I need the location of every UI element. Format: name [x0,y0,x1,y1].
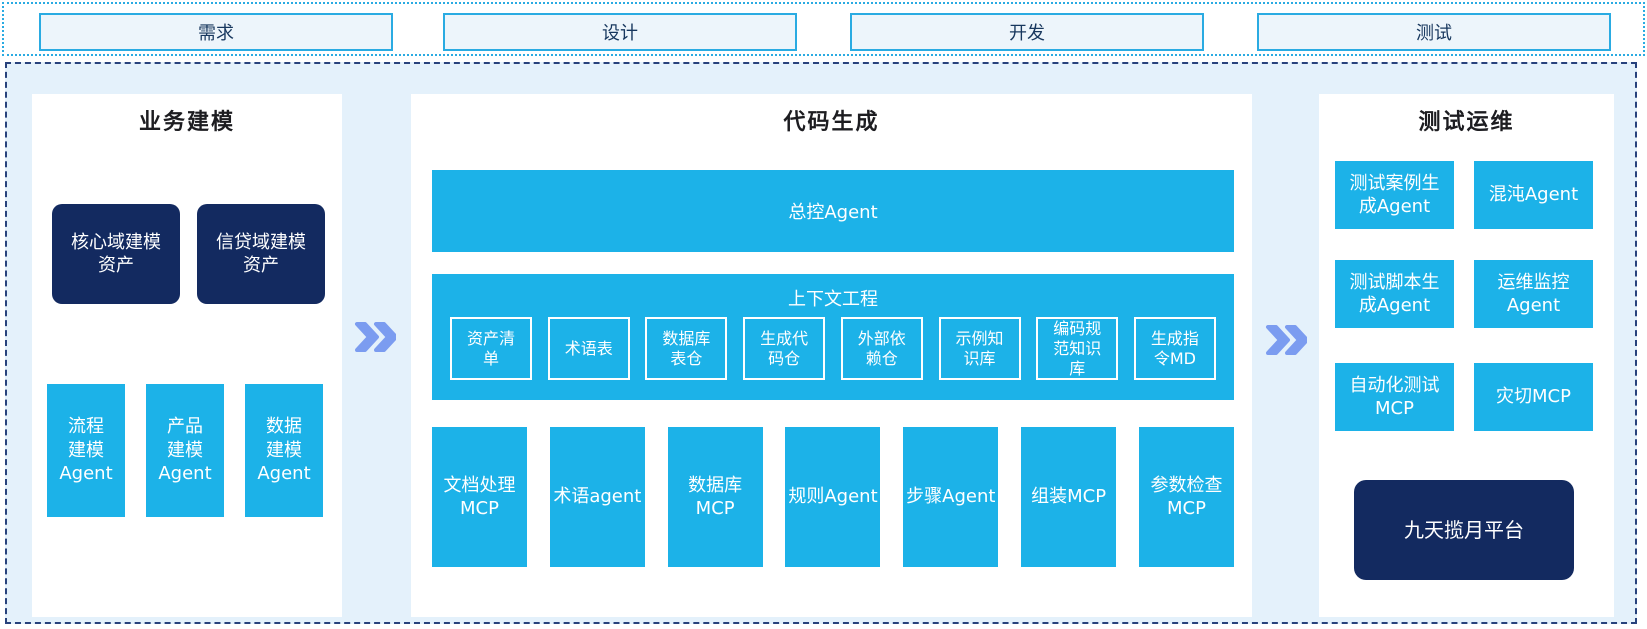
flow-arrow-icon [355,322,396,352]
database-mcp-box: 数据库 MCP [667,427,763,567]
coding-standard-knowledge-base-box: 编码规 范知识 库 [1036,317,1119,380]
context-engineering-title: 上下文工程 [788,289,878,310]
ops-monitor-agent-box: 运维监控 Agent [1474,260,1593,328]
doc-processing-mcp-box: 文档处理 MCP [432,427,527,567]
phase-box-design: 设计 [443,13,797,51]
code-generation-title: 代码生成 [783,110,880,135]
disaster-switch-mcp-box: 灾切MCP [1474,363,1593,431]
generation-instruction-md-box: 生成指 令MD [1133,317,1216,380]
process-modeling-agent-box: 流程 建模 Agent [47,384,125,517]
glossary-agent-box: 术语agent [549,427,645,567]
context-engineering-section: 上下文工程 资产清 单 术语表 数据库 表仓 生成代 码仓 外部依 赖仓 示例知… [432,274,1234,400]
phase-box-testing: 测试 [1257,13,1611,51]
flow-arrow-icon [1266,325,1307,355]
test-script-gen-agent-box: 测试脚本生 成Agent [1335,260,1454,328]
param-check-mcp-box: 参数检查 MCP [1138,427,1234,567]
external-dependency-repo-box: 外部依 赖仓 [840,317,923,380]
step-agent-box: 步骤Agent [903,427,999,567]
context-items-row: 资产清 单 术语表 数据库 表仓 生成代 码仓 外部依 赖仓 示例知 识库 编码… [450,317,1216,380]
example-knowledge-base-box: 示例知 识库 [938,317,1021,380]
phase-label: 开发 [1009,23,1045,44]
credit-domain-asset-box: 信贷域建模 资产 [197,204,325,304]
phase-box-development: 开发 [850,13,1204,51]
phase-label: 需求 [198,23,234,44]
panel-code-generation: 代码生成 总控Agent 上下文工程 资产清 单 术语表 数据库 表仓 生成代 … [411,94,1252,617]
business-modeling-title: 业务建模 [138,110,235,135]
test-ops-title: 测试运维 [1418,110,1515,135]
phase-label: 测试 [1416,23,1452,44]
rule-agent-box: 规则Agent [785,427,881,567]
tools-row: 文档处理 MCP 术语agent 数据库 MCP 规则Agent 步骤Agent… [432,427,1234,567]
data-modeling-agent-box: 数据 建模 Agent [245,384,323,517]
phase-box-requirements: 需求 [39,13,393,51]
glossary-box: 术语表 [547,317,630,380]
product-modeling-agent-box: 产品 建模 Agent [146,384,224,517]
db-table-repo-box: 数据库 表仓 [645,317,728,380]
modeling-assets-row: 核心域建模 资产 信贷域建模 资产 [52,204,325,304]
asset-list-box: 资产清 单 [450,317,532,380]
modeling-agents-row: 流程 建模 Agent 产品 建模 Agent 数据 建模 Agent [47,384,323,517]
main-container: 业务建模 核心域建模 资产 信贷域建模 资产 流程 建模 Agent 产品 建模… [5,62,1637,624]
auto-test-mcp-box: 自动化测试 MCP [1335,363,1454,431]
core-domain-asset-box: 核心域建模 资产 [52,204,180,304]
panel-test-ops: 测试运维 测试案例生 成Agent 混沌Agent 测试脚本生 成Agent 运… [1319,94,1614,617]
phase-strip: 需求 设计 开发 测试 [2,2,1645,56]
master-agent-bar: 总控Agent [432,170,1234,252]
phase-label: 设计 [602,23,638,44]
panel-business-modeling: 业务建模 核心域建模 资产 信贷域建模 资产 流程 建模 Agent 产品 建模… [32,94,342,617]
chaos-agent-box: 混沌Agent [1474,161,1593,229]
test-case-gen-agent-box: 测试案例生 成Agent [1335,161,1454,229]
assembly-mcp-box: 组装MCP [1021,427,1117,567]
generated-code-repo-box: 生成代 码仓 [743,317,826,380]
jiutian-platform-box: 九天揽月平台 [1354,480,1574,580]
